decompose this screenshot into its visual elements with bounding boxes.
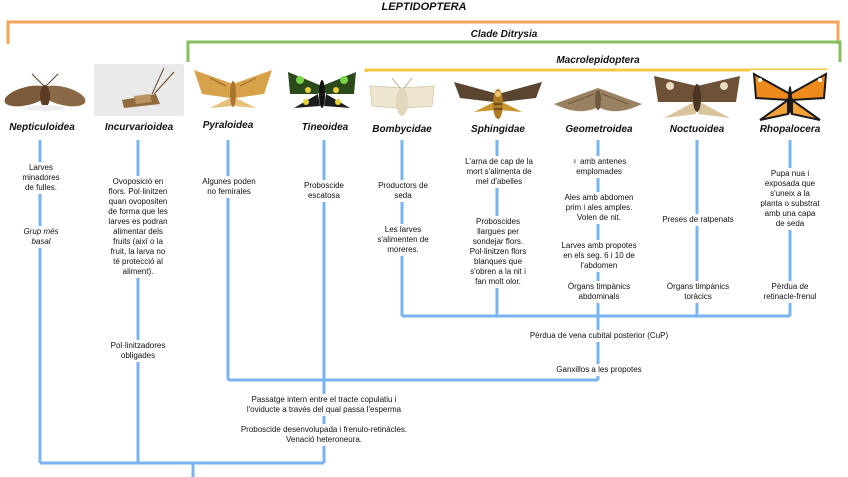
char-incurvarioidea-1: Ovoposició en flors. Pol·linitzen quan o… bbox=[98, 176, 178, 278]
taxon-tineoidea: Tineoidea bbox=[301, 122, 349, 133]
title-macrolepidoptera: Macrolepidoptera bbox=[518, 55, 678, 66]
node-macrolepidoptera: Pèrdua de vena cubital posterior (CuP) bbox=[508, 330, 690, 342]
char-noctuoidea-1: Preses de ratpenats bbox=[652, 214, 744, 226]
char-geometroidea-2: Ales amb abdomen prim i ales amples. Vol… bbox=[550, 192, 648, 224]
char-bombycidae-2: Les larves s'alimenten de moreres. bbox=[364, 224, 442, 256]
taxon-noctuoidea: Noctuoidea bbox=[669, 124, 725, 135]
node-ditrysia-1: Passatge intern entre el tracte copulati… bbox=[226, 394, 422, 416]
char-sphingidae-1: L'arna de cap de la mort s'alimenta de m… bbox=[456, 156, 542, 188]
char-geometroidea-3: Larves amb propotes en els seg. 6 i 10 d… bbox=[550, 240, 648, 272]
char-nepticuloidea-2: Grup més basal bbox=[16, 226, 66, 248]
node-propotes: Ganxillos a les propotes bbox=[546, 364, 652, 376]
brown-moth-icon bbox=[2, 66, 88, 118]
yellow-moth-icon bbox=[190, 64, 276, 114]
char-sphingidae-2: Proboscides llargues per sondejar flors.… bbox=[456, 216, 540, 288]
green-black-moth-icon bbox=[284, 64, 360, 114]
taxon-rhopalocera: Rhopalocera bbox=[759, 124, 821, 135]
char-geometroidea-1: ♀ amb antenes emplomades bbox=[554, 156, 644, 178]
taxon-incurvarioidea: Incurvarioidea bbox=[104, 122, 174, 133]
char-incurvarioidea-2: Pol·linitzadores obligades bbox=[98, 340, 178, 362]
taxon-nepticuloidea: Nepticuloidea bbox=[9, 122, 75, 133]
char-nepticuloidea-1: Larves minadores de fulles. bbox=[16, 162, 66, 194]
noctuid-moth-icon bbox=[650, 72, 744, 122]
node-ditrysia-2: Proboscide desenvolupada i frenulo-retin… bbox=[222, 424, 426, 446]
ditrysia-bracket bbox=[186, 40, 842, 62]
taxon-sphingidae: Sphingidae bbox=[471, 124, 525, 135]
title-ditrysia: Clade Ditrysia bbox=[424, 29, 584, 40]
char-noctuoidea-2: Òrgans timpànics toràcics bbox=[656, 281, 740, 303]
lepidoptera-bracket bbox=[6, 20, 840, 44]
char-rhopalocera-1: Pupa nua i exposada que s'uneix a la pla… bbox=[752, 168, 828, 230]
title-lepidoptera: LEPTIDOPTERA bbox=[381, 1, 467, 13]
taxon-pyraloidea: Pyraloidea bbox=[202, 120, 254, 131]
char-pyraloidea-1: Algunes poden no femirales bbox=[192, 176, 266, 198]
taxon-geometroidea: Geometroidea bbox=[565, 124, 633, 135]
small-moth-photo-icon bbox=[94, 64, 184, 116]
geometrid-moth-icon bbox=[548, 76, 648, 122]
char-geometroidea-4: Òrgans timpànics abdominals bbox=[556, 281, 642, 303]
char-tineoidea-1: Proboscide escatosa bbox=[292, 180, 356, 202]
orange-butterfly-icon bbox=[750, 70, 830, 124]
char-rhopalocera-2: Pèrdua de retinacle-frenul bbox=[752, 281, 828, 303]
char-bombycidae-1: Productors de seda bbox=[366, 180, 440, 202]
hawkmoth-icon bbox=[450, 76, 546, 120]
white-silkmoth-icon bbox=[364, 72, 440, 120]
taxon-bombycidae: Bombycidae bbox=[372, 124, 432, 135]
